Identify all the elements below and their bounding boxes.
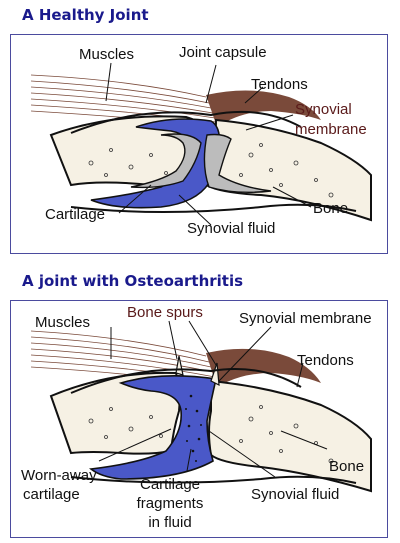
tendon xyxy=(206,348,321,387)
label-bone: Bone xyxy=(329,458,365,475)
label-synovial-membrane: Synovial membrane xyxy=(239,310,372,327)
label-fragments-line2: fragments xyxy=(136,495,204,512)
cartilage-fragments xyxy=(185,394,202,462)
synovial-fluid xyxy=(89,375,217,480)
leader-lines xyxy=(98,320,328,478)
label-fragments-line3: in fluid xyxy=(148,514,192,531)
label-muscles: Muscles xyxy=(35,314,91,331)
osteo-joint-panel: Muscles Bone spurs Synovial membrane Ten… xyxy=(10,300,388,538)
healthy-title: A Healthy Joint xyxy=(22,6,149,24)
tendon xyxy=(206,90,321,127)
label-synovial-fluid: Synovial fluid xyxy=(251,486,340,503)
label-worn-away-line1: Worn-away xyxy=(21,467,97,484)
label-synovial-fluid: Synovial fluid xyxy=(187,220,276,237)
bone-texture xyxy=(88,143,334,198)
label-tendons: Tendons xyxy=(297,352,354,369)
healthy-joint-illustration xyxy=(30,62,372,226)
cartilage-lower xyxy=(203,133,272,194)
label-synovial-membrane-line2: membrane xyxy=(295,121,367,138)
cartilage-upper xyxy=(130,133,202,189)
leader-lines xyxy=(105,62,312,226)
label-fragments-line1: Cartilage xyxy=(139,476,201,493)
label-cartilage: Cartilage xyxy=(45,206,106,223)
bone-texture xyxy=(88,405,334,464)
muscle-fibers xyxy=(30,74,218,127)
label-worn-away-line2: cartilage xyxy=(23,486,80,503)
healthy-joint-panel: Muscles Joint capsule Tendons Synovial m… xyxy=(10,34,388,254)
label-bone-spurs: Bone spurs xyxy=(127,304,203,321)
bone-spur xyxy=(210,362,220,387)
label-bone: Bone xyxy=(313,200,349,217)
label-synovial-membrane-line1: Synovial xyxy=(295,101,352,118)
label-joint-capsule: Joint capsule xyxy=(179,44,267,61)
label-muscles: Muscles xyxy=(79,46,135,63)
label-tendons: Tendons xyxy=(251,76,308,93)
osteo-title: A joint with Osteoarthritis xyxy=(22,272,244,290)
osteo-joint-illustration xyxy=(30,320,372,493)
